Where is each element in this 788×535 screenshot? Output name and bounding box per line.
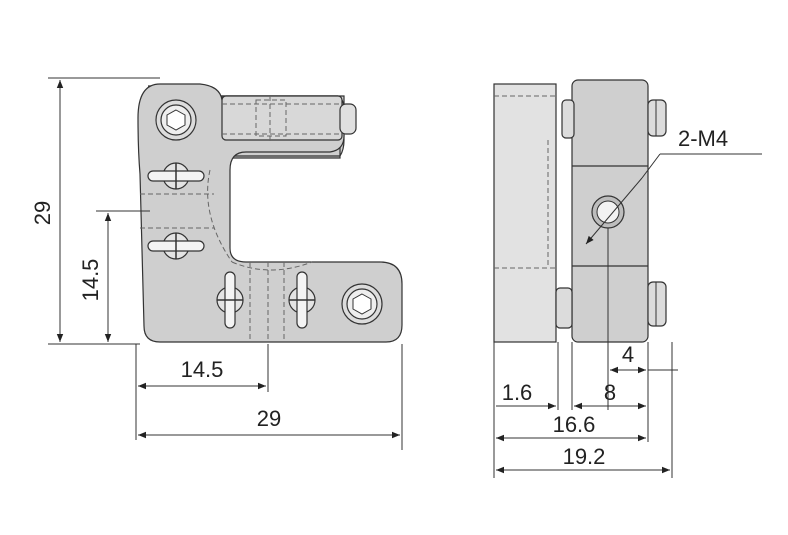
thread-callout: 2-M4 [678,126,728,151]
tapped-hole-icon [591,195,625,229]
top-cylinder-tip [339,103,357,135]
side-plate [493,83,557,343]
hex-screw-icon [341,283,383,325]
dim-4: 4 [622,342,634,367]
slot-screw-icon [147,162,205,190]
bracket-main-outline [137,83,403,343]
dim-16-6: 16.6 [553,412,596,437]
dim-1-6: 1.6 [502,380,533,405]
top-cylinder [221,95,343,141]
dim-height-half: 14.5 [78,259,103,302]
slot-screw-icon [216,271,244,329]
dim-width-total: 29 [257,406,281,431]
front-view [137,83,403,343]
slot-screw-icon [288,271,316,329]
dim-width-half: 14.5 [181,357,224,382]
front-dimensions: 29 14.5 14.5 29 [30,77,403,450]
side-view: 2-M4 [493,79,762,343]
dim-height-total: 29 [30,201,55,225]
side-dimensions: 4 1.6 8 16.6 19.2 [493,228,678,478]
dim-8: 8 [604,380,616,405]
slot-screw-icon [147,232,205,260]
hex-screw-icon [155,99,197,141]
dim-19-2: 19.2 [563,444,606,469]
